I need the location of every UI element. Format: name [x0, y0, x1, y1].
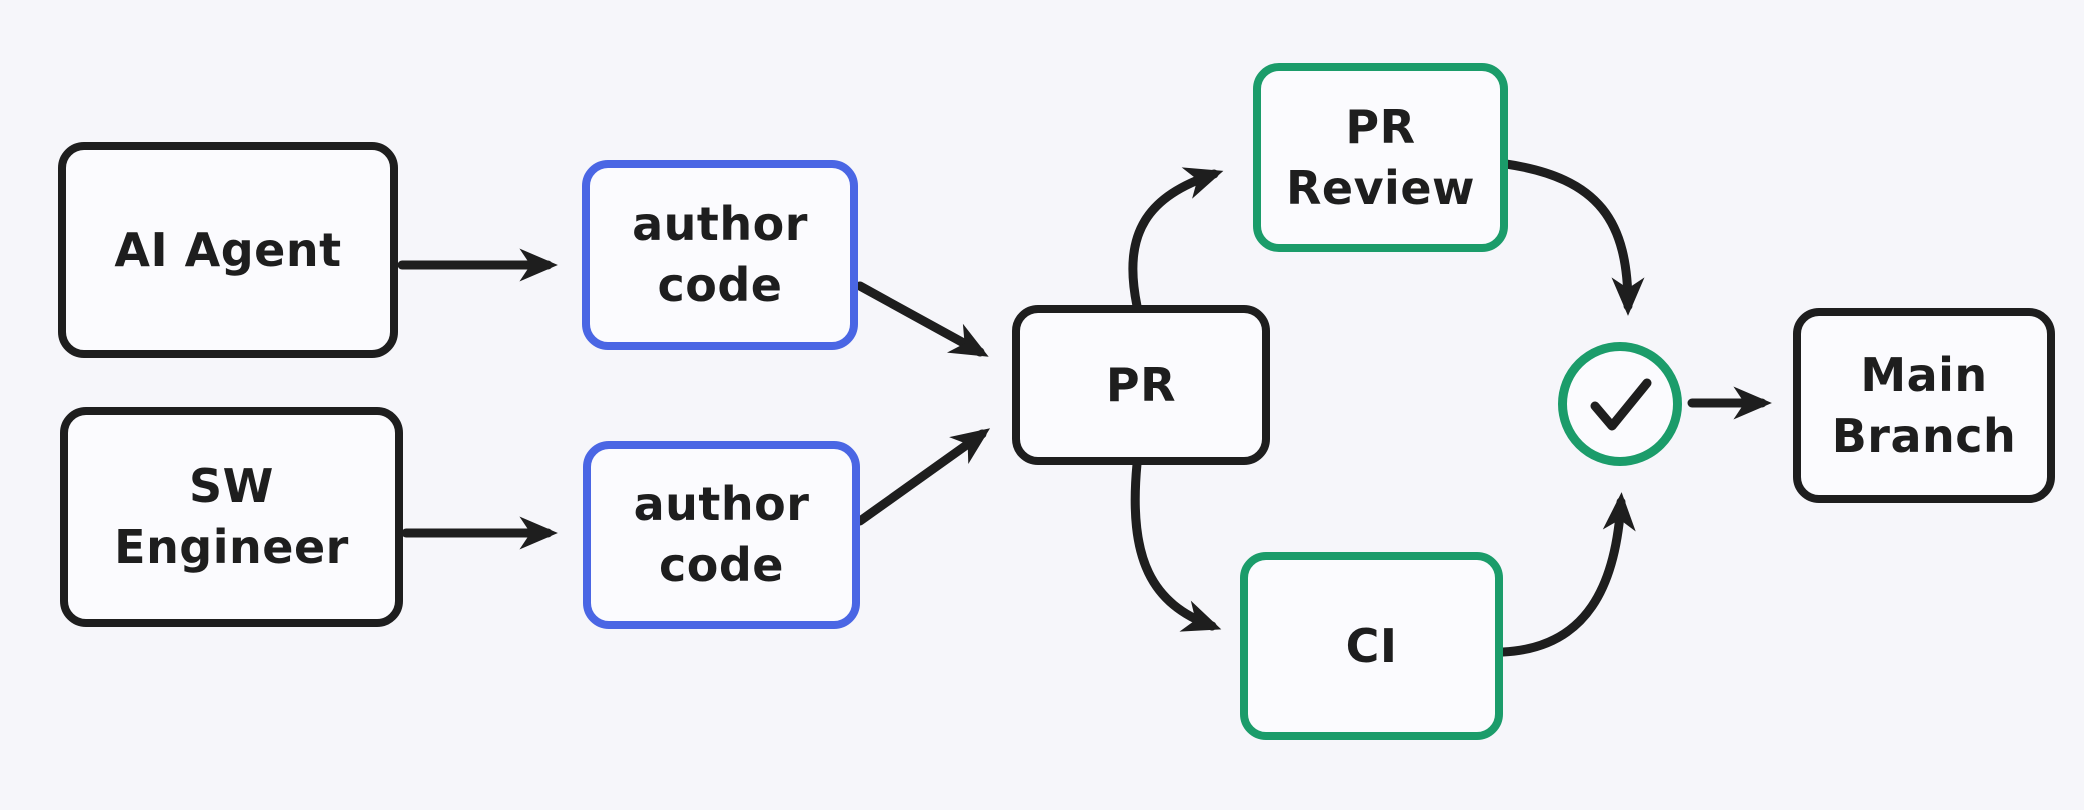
node-check-circle	[1558, 342, 1682, 466]
arrow-author-code-bottom-to-pr	[855, 428, 991, 526]
check-icon	[1590, 378, 1652, 431]
node-pr-review: PR Review	[1253, 63, 1508, 252]
arrow-pr-to-pr-review	[1128, 167, 1224, 311]
node-ai-agent-label: AI Agent	[114, 222, 342, 277]
arrow-author-code-top-to-pr	[855, 281, 989, 357]
node-author-code-bottom-label: author code	[633, 477, 810, 592]
node-sw-engineer: SW Engineer	[60, 407, 403, 627]
node-sw-engineer-label: SW Engineer	[114, 459, 349, 574]
arrow-pr-to-ci	[1130, 459, 1222, 632]
node-main-branch-label: Main Branch	[1831, 347, 2017, 463]
node-author-code-top: author code	[582, 160, 858, 350]
node-main-branch: Main Branch	[1793, 308, 2055, 503]
node-pr: PR	[1012, 305, 1270, 465]
node-author-code-bottom: author code	[583, 441, 860, 629]
arrow-ci-to-check	[1498, 492, 1636, 657]
node-pr-label: PR	[1105, 357, 1177, 412]
node-ci-label: CI	[1345, 618, 1398, 673]
node-ai-agent: AI Agent	[58, 142, 398, 358]
node-author-code-top-label: author code	[632, 197, 808, 312]
node-ci: CI	[1240, 552, 1503, 740]
node-pr-review-label: PR Review	[1285, 99, 1476, 215]
arrow-pr-review-to-check	[1501, 159, 1645, 316]
